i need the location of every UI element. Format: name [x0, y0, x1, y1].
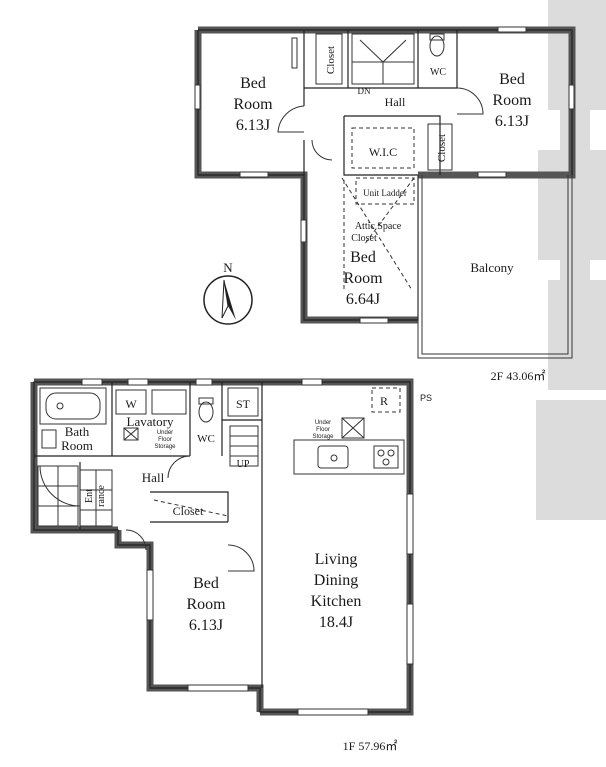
bed-center-name-2: Room [343, 270, 383, 287]
wic-label: W.I.C [369, 145, 397, 159]
balcony-label: Balcony [470, 260, 514, 275]
bed-center-size: 6.64J [346, 291, 380, 308]
entrance-label-1: Ent [84, 489, 95, 503]
washer-label: W [125, 397, 137, 411]
bed-1f-size: 6.13J [189, 617, 223, 634]
lavatory-label: Lavatory [127, 414, 174, 429]
ldk-size: 18.4J [319, 614, 353, 631]
bed-right-size: 6.13J [495, 113, 529, 130]
hall-2f-label: Hall [385, 95, 406, 109]
bed-left-name-2: Room [233, 96, 273, 113]
unit-ladder-label: Unit Ladder [363, 188, 407, 198]
under-floor-label-3: Storage [154, 444, 176, 450]
bed-left-name-1: Bed [240, 75, 266, 92]
wc-2f-label: WC [430, 67, 446, 78]
floor1-area: 1F 57.96㎡ [343, 739, 398, 753]
kitchen-under-floor-label-1: Under [315, 420, 331, 426]
ldk-label-2: Dining [314, 572, 358, 589]
attic-label-2: Closet [351, 233, 377, 244]
wc-1f-label: WC [197, 433, 215, 445]
dn-label: DN [358, 86, 371, 96]
bed-1f-name-2: Room [186, 596, 226, 613]
bed-center-name-1: Bed [350, 249, 376, 266]
hall-1f-label: Hall [142, 470, 165, 485]
ps-label: PS [420, 393, 432, 403]
closet-top-label: Closet [325, 46, 337, 74]
closet-right-label: Closet [436, 134, 448, 162]
ldk-label-3: Kitchen [311, 593, 362, 610]
closet-1f-label: Closet [173, 504, 204, 518]
north-compass-icon [203, 275, 253, 325]
floor2-area: 2F 43.06㎡ [491, 369, 546, 383]
floor-1-plan [30, 378, 414, 716]
under-floor-label-2: Floor [158, 437, 172, 443]
up-label: UP [237, 459, 250, 470]
bed-left-size: 6.13J [236, 117, 270, 134]
entrance-label-2: rance [96, 485, 107, 507]
bed-right-name-2: Room [492, 92, 532, 109]
bath-label-1: Bath [65, 424, 90, 439]
under-floor-label-1: Under [157, 430, 173, 436]
ldk-label-1: Living [315, 551, 358, 568]
floor-2-plan [194, 26, 576, 359]
bed-1f-name-1: Bed [193, 575, 219, 592]
compass-north-label: N [223, 260, 233, 275]
kitchen-under-floor-label-2: Floor [316, 427, 330, 433]
bed-right-name-1: Bed [499, 71, 525, 88]
attic-label-1: Attic Space [355, 221, 402, 232]
st-label: ST [236, 397, 251, 411]
r-label: R [380, 394, 388, 408]
bath-label-2: Room [61, 438, 93, 453]
kitchen-under-floor-label-3: Storage [312, 434, 334, 440]
